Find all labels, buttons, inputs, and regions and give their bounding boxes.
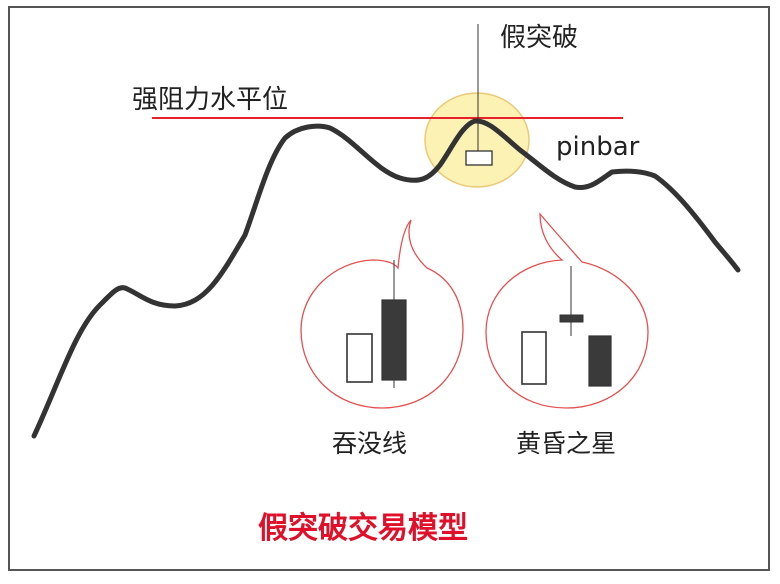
evening-star-bubble [485,212,649,409]
false-break-label: 假突破 [500,23,578,53]
evening-star-label: 黄昏之星 [516,429,616,458]
diagram-title: 假突破交易模型 [258,511,468,546]
engulfing-bear-candle [381,299,407,381]
resistance-label: 强阻力水平位 [132,85,288,115]
evening-star-bull-candle [521,331,547,385]
engulfing-label: 吞没线 [332,429,407,458]
pinbar-body [465,150,493,166]
pinbar-highlight-circle [424,92,530,188]
evening-star-doji-body [559,314,584,323]
pinbar-label: pinbar [556,132,640,162]
engulfing-bull-candle [346,333,373,383]
price-path [31,118,741,439]
evening-star-bear-candle [588,335,612,387]
